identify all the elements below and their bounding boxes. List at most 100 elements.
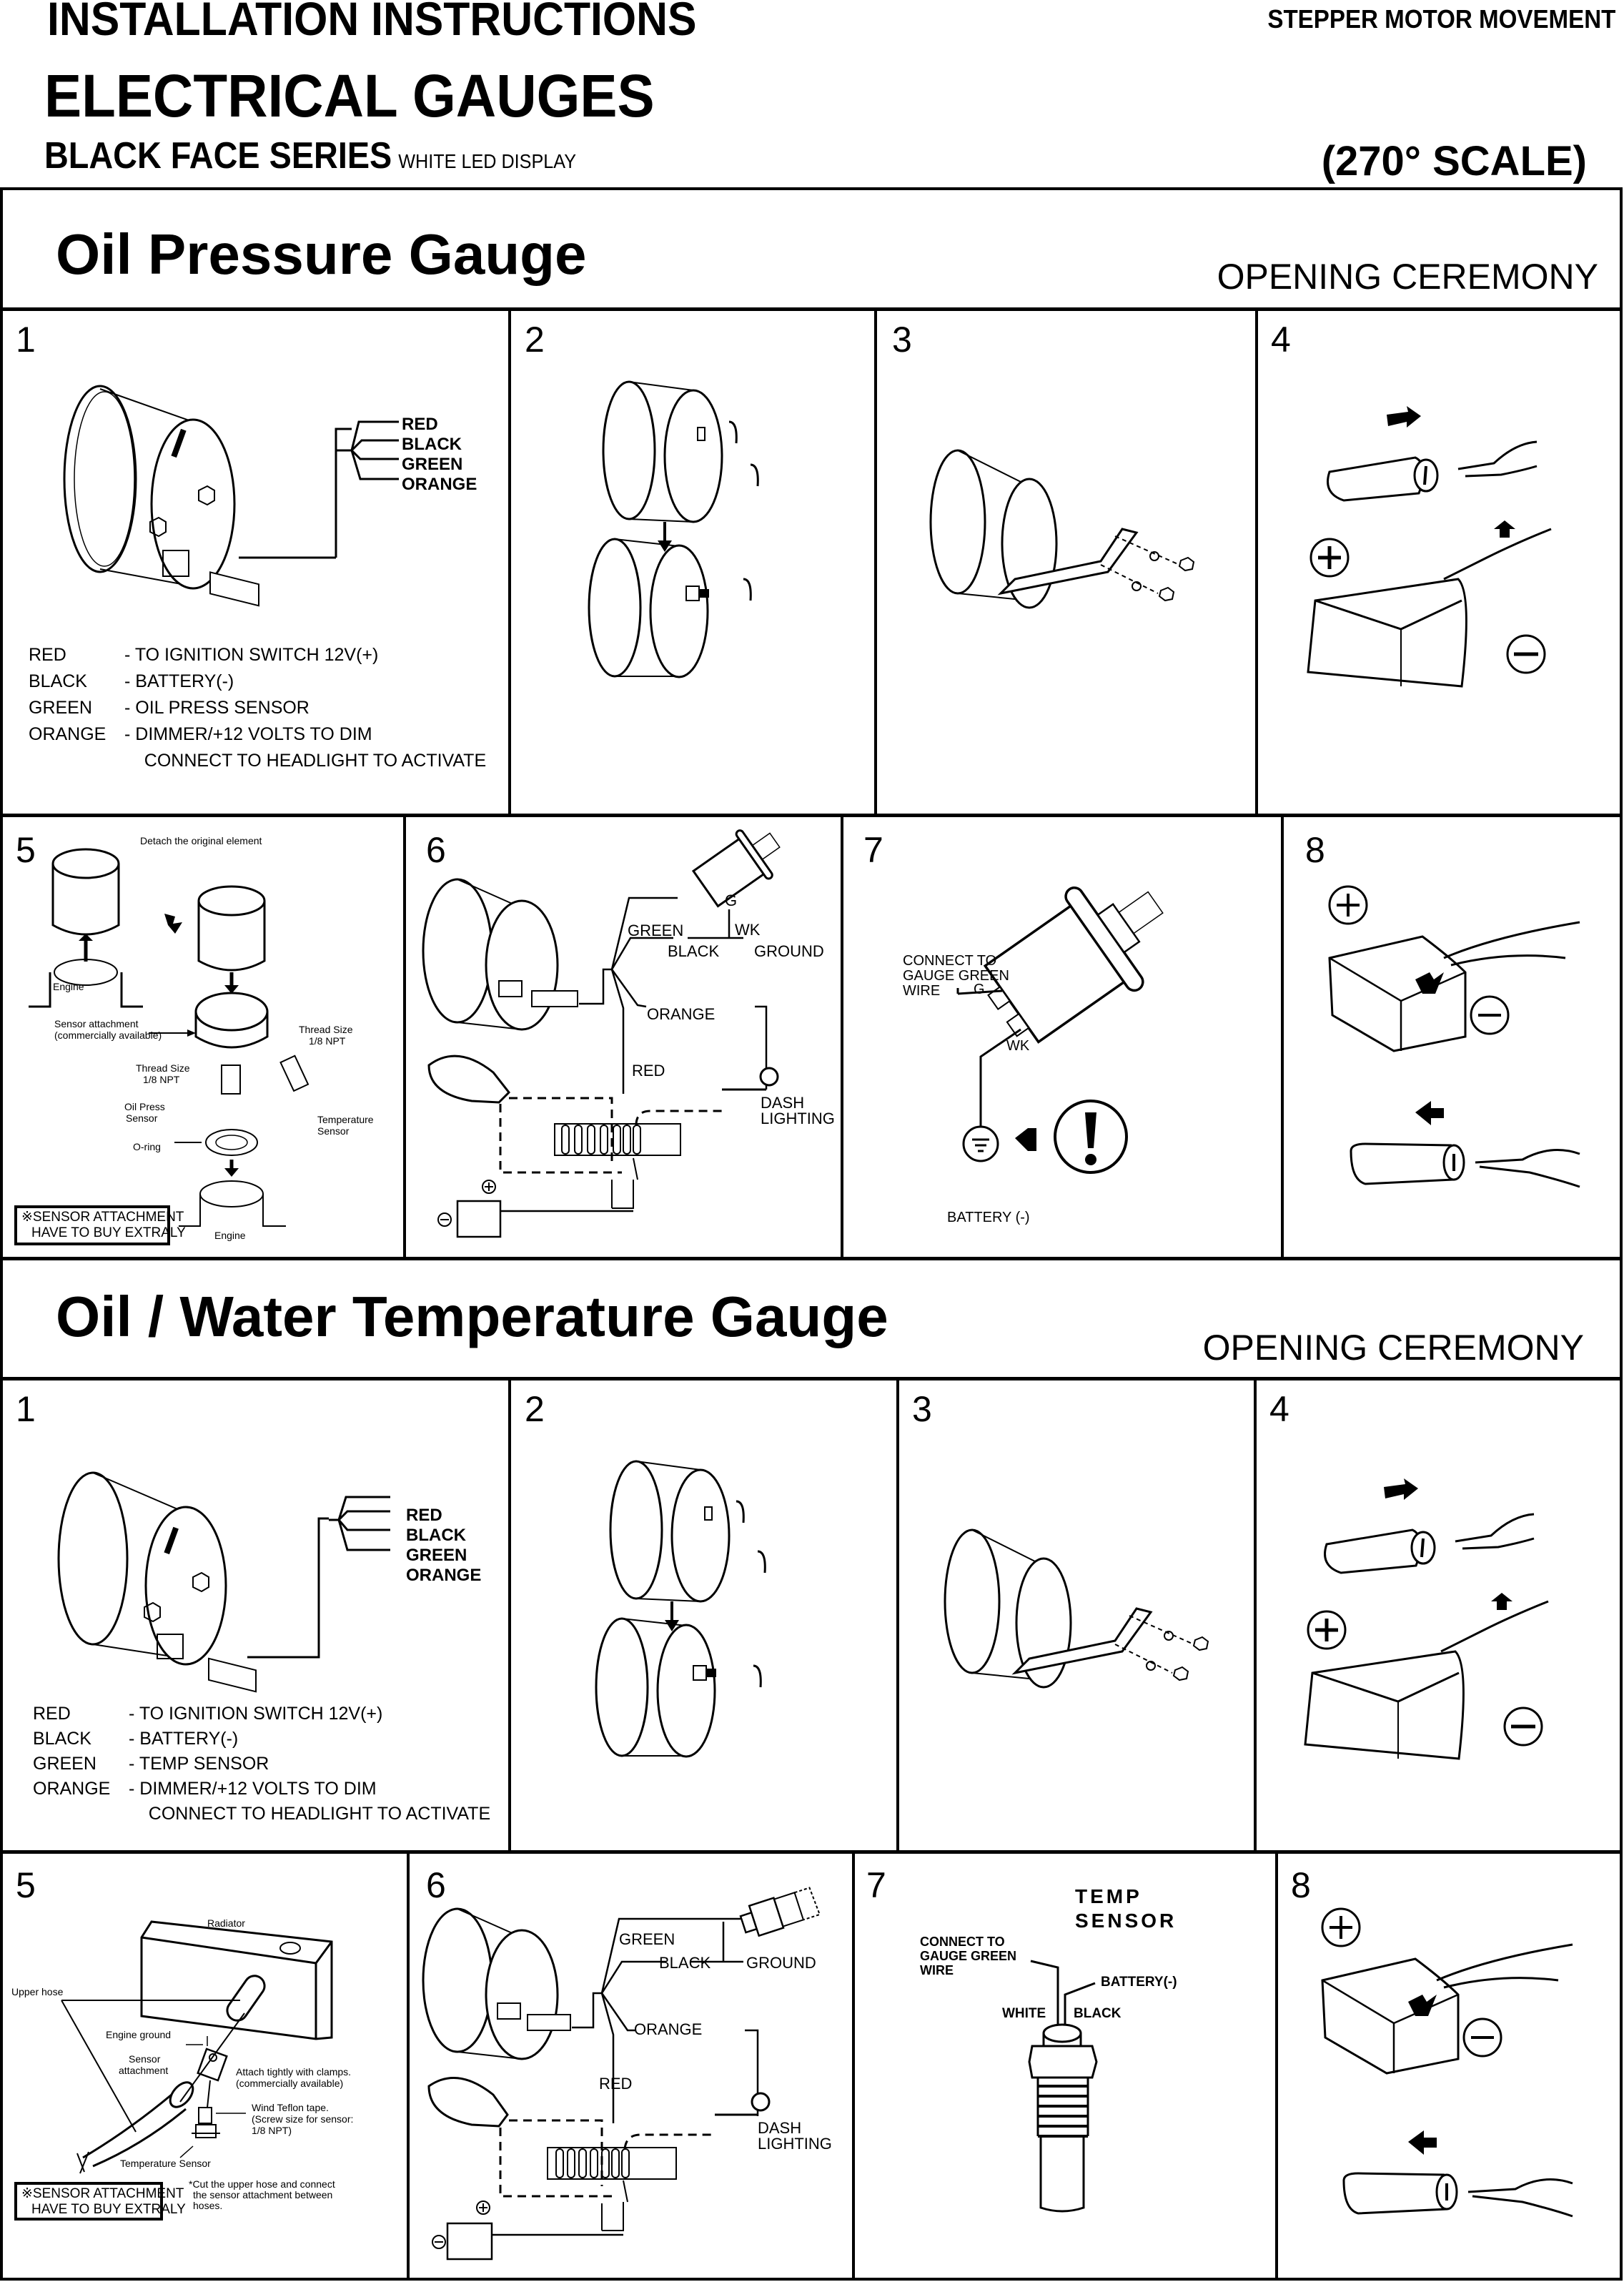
divider: [0, 1377, 1623, 1380]
reconnect-battery-illustration: [1321, 1907, 1573, 2218]
arrow-right-icon: [1387, 406, 1421, 428]
dash-lighting-label: DASH: [761, 1094, 805, 1112]
oil-pressure-wiring-diagram: [422, 829, 781, 1238]
connect-to-gauge-label: CONNECT TO GAUGE GREEN WIRE: [903, 953, 1009, 999]
divider: [1254, 1378, 1257, 1852]
positive-terminal-icon: [1309, 538, 1350, 578]
oil-filter-adapter-illustration: [29, 848, 310, 1227]
thread-size-value: 1/8 NPT: [143, 1074, 180, 1085]
arrow-icon: [164, 914, 182, 934]
sensor-attachment-note: ※SENSOR ATTACHMENT HAVE TO BUY EXTRALY: [14, 2182, 186, 2221]
step-number: 7: [866, 1865, 886, 1905]
disconnect-battery-illustration: [1304, 1478, 1549, 1760]
red-wire-label: RED: [599, 2075, 633, 2093]
positive-terminal-icon: [1328, 885, 1368, 925]
legend-row: RED- TO IGNITION SWITCH 12V(+): [33, 1704, 383, 1724]
legend-row: RED- TO IGNITION SWITCH 12V(+): [29, 645, 379, 665]
document-title: INSTALLATION INSTRUCTIONS: [47, 0, 697, 45]
divider: [0, 1257, 1623, 1260]
g-terminal-label: G: [725, 891, 738, 909]
step-number: 2: [525, 320, 545, 360]
wire-label-black: BLACK: [406, 1526, 466, 1545]
gauge-rear-illustration: [57, 1471, 257, 1693]
wire-label-orange: ORANGE: [406, 1566, 482, 1585]
arrow-down-left-icon: [1415, 972, 1444, 994]
wire-label-red: RED: [406, 1506, 442, 1525]
temperature-label: Temperature: [317, 1114, 374, 1125]
black-wire-label: BLACK: [668, 942, 720, 960]
attach-clamps-label: Attach tightly with clamps.: [236, 2066, 352, 2078]
reconnect-battery-illustration: [1328, 885, 1580, 1188]
upper-hose-label: Upper hose: [11, 1986, 64, 1997]
wk-terminal-label: WK: [1006, 1038, 1030, 1054]
ground-label: GROUND: [754, 942, 824, 960]
black-wire-label: BLACK: [1074, 2006, 1122, 2021]
oil-press-label-2: Sensor: [126, 1112, 158, 1124]
legend-row: CONNECT TO HEADLIGHT TO ACTIVATE: [129, 1804, 491, 1824]
step-number: 5: [16, 1865, 36, 1905]
arrow-up-icon: [79, 934, 93, 941]
legend-row: GREEN- TEMP SENSOR: [33, 1754, 269, 1774]
legend-row: BLACK- BATTERY(-): [29, 671, 234, 691]
step-number: 4: [1269, 1389, 1289, 1429]
orange-wire-label: ORANGE: [634, 2020, 703, 2038]
thread-size-value: 1/8 NPT: [309, 1035, 346, 1047]
red-wire-label: RED: [632, 1062, 665, 1080]
step-number: 1: [16, 320, 36, 360]
black-wire-label: BLACK: [659, 1954, 711, 1972]
movement-label: STEPPER MOTOR MOVEMENT: [1267, 4, 1615, 34]
wire-label-red: RED: [402, 415, 438, 434]
teflon-tape-label: Wind Teflon tape.: [252, 2102, 329, 2113]
battery-negative-label: BATTERY (-): [947, 1210, 1030, 1225]
step-number: 6: [426, 830, 446, 870]
divider: [1281, 815, 1284, 1258]
teflon-tape-label-2: (Screw size for sensor:: [252, 2113, 354, 2125]
wire-label-orange: ORANGE: [402, 475, 477, 494]
detach-label: Detach the original element: [140, 835, 262, 846]
legend-row: CONNECT TO HEADLIGHT TO ACTIVATE: [124, 751, 487, 771]
radiator-label: Radiator: [207, 1917, 245, 1929]
ground-symbol-icon: [962, 1125, 999, 1162]
wire-bundle: [239, 428, 352, 559]
negative-terminal-icon: [1506, 634, 1546, 674]
divider: [508, 1378, 511, 1852]
commercially-label: (commercially available): [54, 1029, 162, 1041]
sensor-attachment-label-2: attachment: [119, 2065, 169, 2076]
divider: [0, 1850, 1623, 1854]
negative-terminal-icon: [1470, 995, 1510, 1035]
dash-light-bulb-icon: [751, 2092, 771, 2112]
temperature-label-2: Sensor: [317, 1125, 350, 1137]
step-number: 3: [892, 320, 912, 360]
green-wire-label: GREEN: [628, 922, 684, 939]
orange-wire-label: ORANGE: [647, 1005, 716, 1023]
teflon-tape-label-3: 1/8 NPT): [252, 2125, 292, 2136]
arrow-left-icon: [1408, 2130, 1437, 2155]
divider: [0, 307, 1623, 311]
arrow-down-left-icon: [1408, 1995, 1437, 2016]
ground-label: GROUND: [746, 1954, 816, 1972]
gauge-bracket-illustration: [929, 449, 1195, 609]
cut-hose-note: *Cut the upper hose and connect the sens…: [189, 2178, 335, 2211]
arrow-left-icon: [1015, 1128, 1036, 1151]
gauge-stud-illustration: [595, 1460, 766, 1758]
legend-row: ORANGE- DIMMER/+12 VOLTS TO DIM: [29, 724, 372, 744]
divider: [896, 1378, 899, 1852]
legend-row: ORANGE- DIMMER/+12 VOLTS TO DIM: [33, 1779, 377, 1799]
sensor-attachment-label: Sensor attachment: [54, 1018, 139, 1029]
instructions-frame: [0, 187, 1623, 2281]
gauge-bracket-illustration: [944, 1528, 1209, 1689]
wiring-legend: RED- TO IGNITION SWITCH 12V(+) BLACK- BA…: [29, 642, 486, 774]
wire-fan: [336, 420, 399, 480]
wire-label-green: GREEN: [406, 1546, 467, 1565]
attach-clamps-label-2: (commercially available): [236, 2078, 344, 2089]
section-subtitle: OPENING CEREMONY: [1202, 1328, 1584, 1368]
divider: [0, 814, 1623, 817]
engine-top-label: Engine: [53, 981, 84, 992]
temperature-wiring-diagram: [422, 1887, 821, 2261]
gauge-rear-illustration: [63, 385, 259, 607]
temp-sensor-illustration: [1028, 1960, 1098, 2213]
step-number: 1: [16, 1389, 36, 1429]
g-terminal-label: G: [974, 982, 985, 997]
positive-terminal-icon: [1321, 1907, 1361, 1947]
divider: [874, 309, 877, 815]
